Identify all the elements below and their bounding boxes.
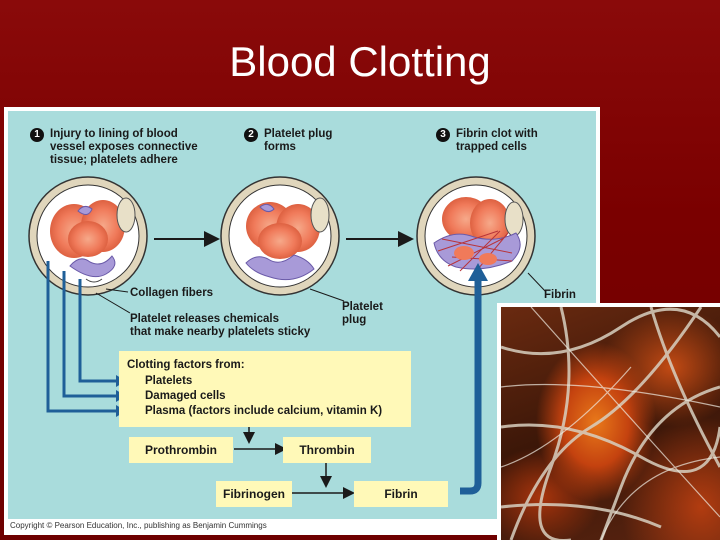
platelet-plug-line: Platelet xyxy=(342,301,383,313)
fibrin-arrow xyxy=(460,279,482,495)
slide-title: Blood Clotting xyxy=(229,38,491,85)
step-1-number: 1 xyxy=(30,128,44,142)
copyright-text: Copyright © Pearson Education, Inc., pub… xyxy=(10,521,267,530)
clotting-factors-box: Clotting factors from: Platelets Damaged… xyxy=(119,351,411,427)
vessel-cross-section-3 xyxy=(416,176,536,296)
platelet-releases-line: that make nearby platelets sticky xyxy=(130,326,311,338)
step-2-line: Platelet plug xyxy=(264,128,333,140)
diagram-drawing xyxy=(28,176,547,499)
pointer-lines xyxy=(95,272,547,314)
step-1-label: Injury to lining of blood vessel exposes… xyxy=(50,128,198,167)
collagen-fibers-label: Collagen fibers xyxy=(130,287,214,299)
platelet-plug-label: Platelet plug xyxy=(342,301,383,327)
step-3-label: Fibrin clot with trapped cells xyxy=(456,128,538,154)
step-2-number: 2 xyxy=(244,128,258,142)
step-1-line: Injury to lining of blood xyxy=(50,128,178,140)
fibrin-strands-drawing xyxy=(501,307,720,540)
clot-micrograph xyxy=(501,307,720,540)
fibrin-label: Fibrin xyxy=(544,289,576,301)
fibrinogen-box: Fibrinogen xyxy=(216,481,292,507)
step-3-line: trapped cells xyxy=(456,141,527,153)
platelet-plug-line: plug xyxy=(342,314,367,326)
factor-arrows xyxy=(46,261,116,413)
step-3-line: Fibrin clot with xyxy=(456,128,538,140)
step-3-number: 3 xyxy=(436,128,450,142)
clotting-factor-item: Plasma (factors include calcium, vitamin… xyxy=(145,405,383,417)
fibrin-box: Fibrin xyxy=(354,481,448,507)
step-2-label: Platelet plug forms xyxy=(264,128,332,154)
clot-micrograph-frame xyxy=(497,303,720,540)
vessel-cross-section-1 xyxy=(28,176,148,296)
vessel-cross-section-2 xyxy=(220,176,340,296)
step-1-line: vessel exposes connective xyxy=(50,141,198,153)
step-1-line: tissue; platelets adhere xyxy=(50,154,178,166)
platelet-releases-label: Platelet releases chemicals that make ne… xyxy=(130,313,310,339)
clotting-factor-item: Damaged cells xyxy=(145,390,226,402)
step-2-line: forms xyxy=(264,141,296,153)
platelet-releases-line: Platelet releases chemicals xyxy=(130,313,279,325)
clotting-factors-heading: Clotting factors from: xyxy=(127,359,245,371)
thrombin-box: Thrombin xyxy=(283,437,371,463)
prothrombin-box: Prothrombin xyxy=(129,437,233,463)
clotting-factor-item: Platelets xyxy=(145,375,193,387)
